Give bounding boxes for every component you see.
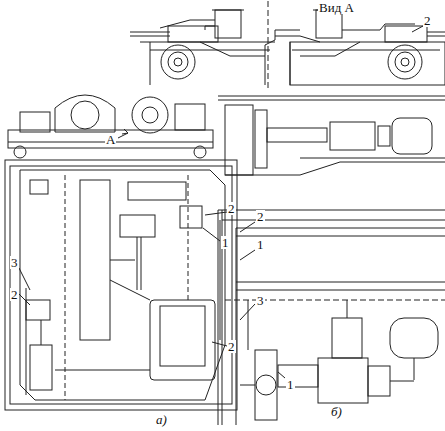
plan-a [5,160,237,410]
view-arrow-letter: А [105,133,116,146]
subfigure-label: б) [330,405,343,418]
callout-number: 1 [256,238,265,251]
callout-number: 2 [10,288,19,301]
callout-number: 2 [423,14,432,27]
callout-number: 3 [10,256,19,269]
callout-number: 1 [286,378,295,391]
view-a [130,1,445,88]
view-b [218,96,445,425]
callout-number: 3 [256,294,265,307]
callout-number: 2 [227,340,236,353]
callout-number: 2 [227,202,236,215]
callout-number: 2 [256,210,265,223]
elevation-a [8,95,213,158]
view-title: Вид А [318,1,355,14]
subfigure-label: а) [155,413,168,426]
leader-lines [19,26,423,378]
callout-number: 1 [221,236,230,249]
